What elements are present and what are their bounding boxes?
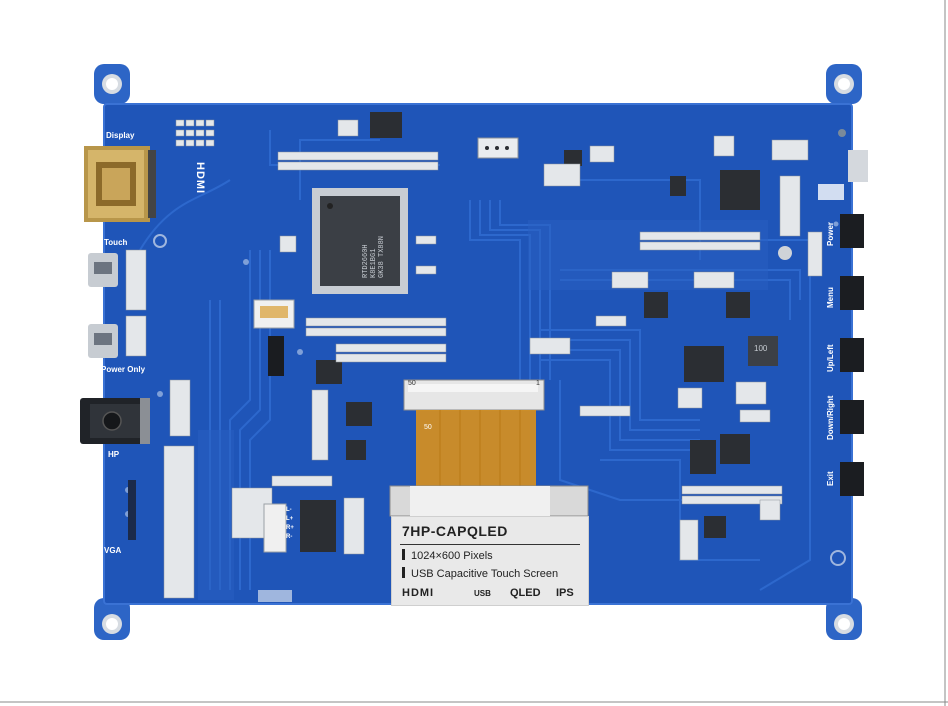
sticker-touch-type: USB Capacitive Touch Screen — [402, 567, 558, 580]
hdmi-logo: HDMI — [402, 587, 435, 599]
pin-l-plus: L+ — [286, 516, 294, 522]
pin-l-minus: L- — [286, 507, 292, 513]
audio-jack — [80, 398, 150, 444]
sticker-logos: HDMI USB QLED IPS — [402, 587, 580, 601]
hdmi-silk: HDMI — [194, 162, 206, 195]
chip-line-1: RTD2660H — [362, 244, 370, 278]
side-buttons — [840, 214, 864, 496]
chip-line-2: K8E1BG1 — [370, 248, 378, 278]
sticker-divider — [400, 544, 580, 545]
label-hp: HP — [108, 450, 120, 459]
flex-num-cable: 50 — [424, 424, 432, 431]
label-down-right: Down/Right — [826, 395, 835, 440]
sticker-resolution: 1024×600 Pixels — [402, 549, 493, 562]
usb-power-port — [88, 324, 118, 358]
label-menu: Menu — [826, 287, 835, 308]
sticker-model: 7HP-CAPQLED — [402, 523, 508, 539]
pin-r-plus: R+ — [286, 525, 294, 531]
usb-touch-port — [88, 253, 118, 287]
label-up-left: Up/Left — [826, 344, 835, 372]
flex-num-right: 1 — [536, 380, 540, 387]
label-power-only: Power Only — [101, 365, 146, 374]
hdmi-port — [84, 146, 156, 222]
flex-cable — [389, 379, 589, 517]
vga-pins — [128, 480, 136, 540]
mounting-holes — [102, 74, 854, 634]
inductor — [748, 336, 778, 366]
main-chip-marking: RTD2660H K8E1BG1 GK38 TX88N — [362, 218, 386, 278]
label-touch: Touch — [104, 238, 128, 247]
main-chip — [312, 188, 408, 294]
label-power: Power — [826, 221, 835, 246]
qled-logo: QLED — [510, 587, 541, 599]
small-chips — [300, 112, 760, 552]
inductor-marking: 100 — [754, 344, 768, 353]
label-vga: VGA — [104, 546, 122, 555]
flex-num-left: 50 — [408, 380, 416, 387]
audio-pin-labels: L- L+ R+ R- — [286, 506, 294, 542]
product-sticker: 7HP-CAPQLED 1024×600 Pixels USB Capaciti… — [391, 516, 589, 606]
label-display: Display — [106, 131, 135, 140]
pin-r-minus: R- — [286, 534, 293, 540]
smd-components — [125, 119, 823, 599]
chip-line-3: GK38 TX88N — [378, 235, 386, 278]
usb-logo: USB — [474, 589, 491, 598]
ips-logo: IPS — [556, 587, 574, 599]
label-exit: Exit — [826, 471, 835, 486]
